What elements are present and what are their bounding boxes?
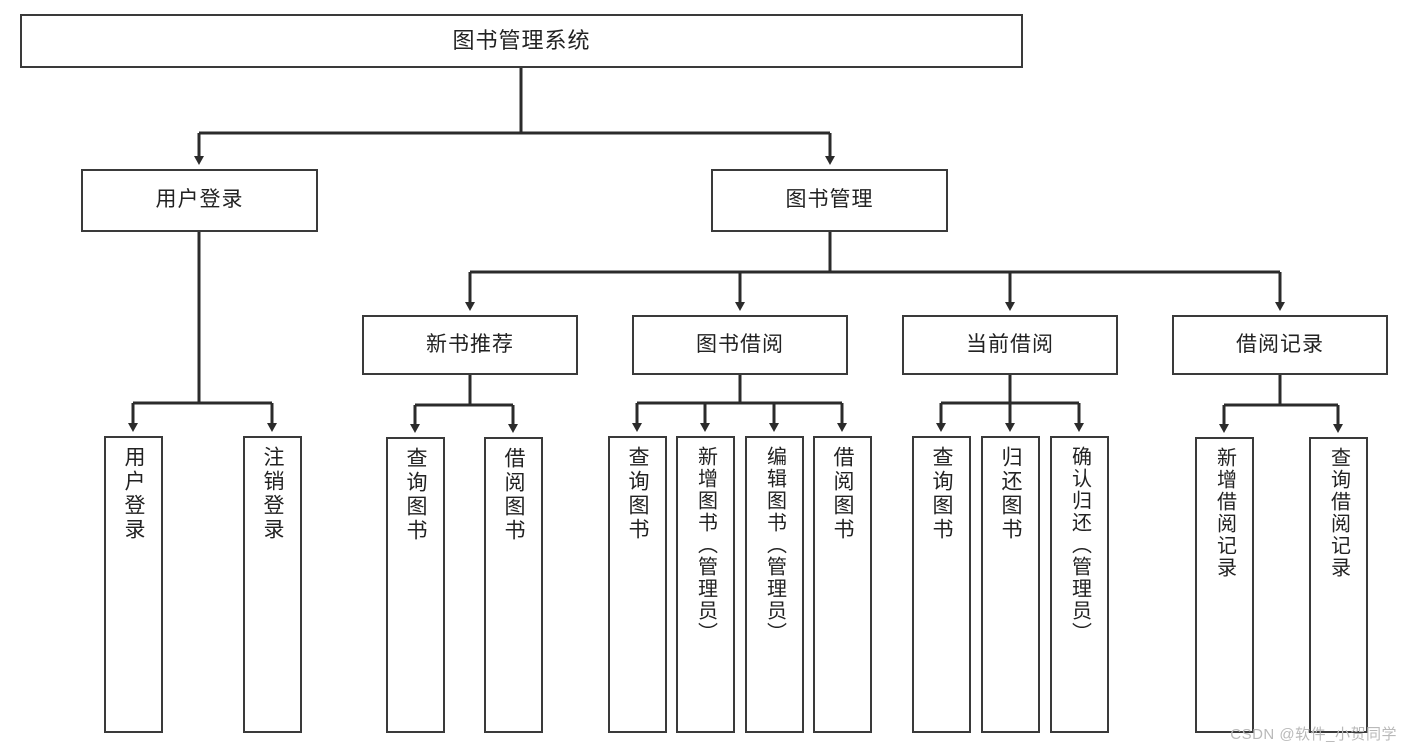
node-leaf-add-book-label: 新增图书（管理员） <box>694 446 717 644</box>
node-user-login[interactable]: 用户登录 <box>81 169 318 232</box>
node-new-book-recommend-label: 新书推荐 <box>426 332 514 356</box>
node-leaf-query-book-1-label: 查询图书 <box>404 447 427 543</box>
node-leaf-user-login[interactable]: 用户登录 <box>104 436 163 733</box>
node-leaf-query-book-1[interactable]: 查询图书 <box>386 437 445 733</box>
node-leaf-add-book[interactable]: 新增图书（管理员） <box>676 436 735 733</box>
node-leaf-user-login-label: 用户登录 <box>122 446 145 542</box>
node-book-borrow[interactable]: 图书借阅 <box>632 315 848 375</box>
node-new-book-recommend[interactable]: 新书推荐 <box>362 315 578 375</box>
node-leaf-edit-book-label: 编辑图书（管理员） <box>763 446 786 644</box>
node-leaf-return-book[interactable]: 归还图书 <box>981 436 1040 733</box>
node-current-borrow-label: 当前借阅 <box>966 332 1054 356</box>
node-leaf-borrow-book-2[interactable]: 借阅图书 <box>813 436 872 733</box>
node-leaf-confirm-return[interactable]: 确认归还（管理员） <box>1050 436 1109 733</box>
node-leaf-query-record[interactable]: 查询借阅记录 <box>1309 437 1368 733</box>
node-book-management[interactable]: 图书管理 <box>711 169 948 232</box>
node-leaf-borrow-book-1-label: 借阅图书 <box>502 447 525 543</box>
node-leaf-logout-login-label: 注销登录 <box>261 446 284 542</box>
node-leaf-query-book-2-label: 查询图书 <box>626 446 649 542</box>
csdn-watermark: CSDN @软件_小贺同学 <box>1230 726 1397 743</box>
node-leaf-add-record-label: 新增借阅记录 <box>1213 447 1236 579</box>
node-book-borrow-label: 图书借阅 <box>696 332 784 356</box>
node-leaf-add-record[interactable]: 新增借阅记录 <box>1195 437 1254 733</box>
node-current-borrow[interactable]: 当前借阅 <box>902 315 1118 375</box>
node-leaf-confirm-return-label: 确认归还（管理员） <box>1068 446 1091 644</box>
node-book-management-label: 图书管理 <box>785 188 874 212</box>
node-borrow-record-label: 借阅记录 <box>1236 332 1324 356</box>
node-leaf-query-record-label: 查询借阅记录 <box>1327 447 1350 579</box>
node-borrow-record[interactable]: 借阅记录 <box>1172 315 1388 375</box>
node-leaf-borrow-book-2-label: 借阅图书 <box>831 446 854 542</box>
node-root-system[interactable]: 图书管理系统 <box>20 14 1023 68</box>
node-leaf-return-book-label: 归还图书 <box>999 446 1022 542</box>
node-leaf-query-book-3-label: 查询图书 <box>930 446 953 542</box>
node-leaf-logout-login[interactable]: 注销登录 <box>243 436 302 733</box>
node-root-system-label: 图书管理系统 <box>452 28 591 54</box>
node-leaf-edit-book[interactable]: 编辑图书（管理员） <box>745 436 804 733</box>
node-leaf-borrow-book-1[interactable]: 借阅图书 <box>484 437 543 733</box>
node-leaf-query-book-2[interactable]: 查询图书 <box>608 436 667 733</box>
node-user-login-label: 用户登录 <box>155 188 244 212</box>
node-leaf-query-book-3[interactable]: 查询图书 <box>912 436 971 733</box>
